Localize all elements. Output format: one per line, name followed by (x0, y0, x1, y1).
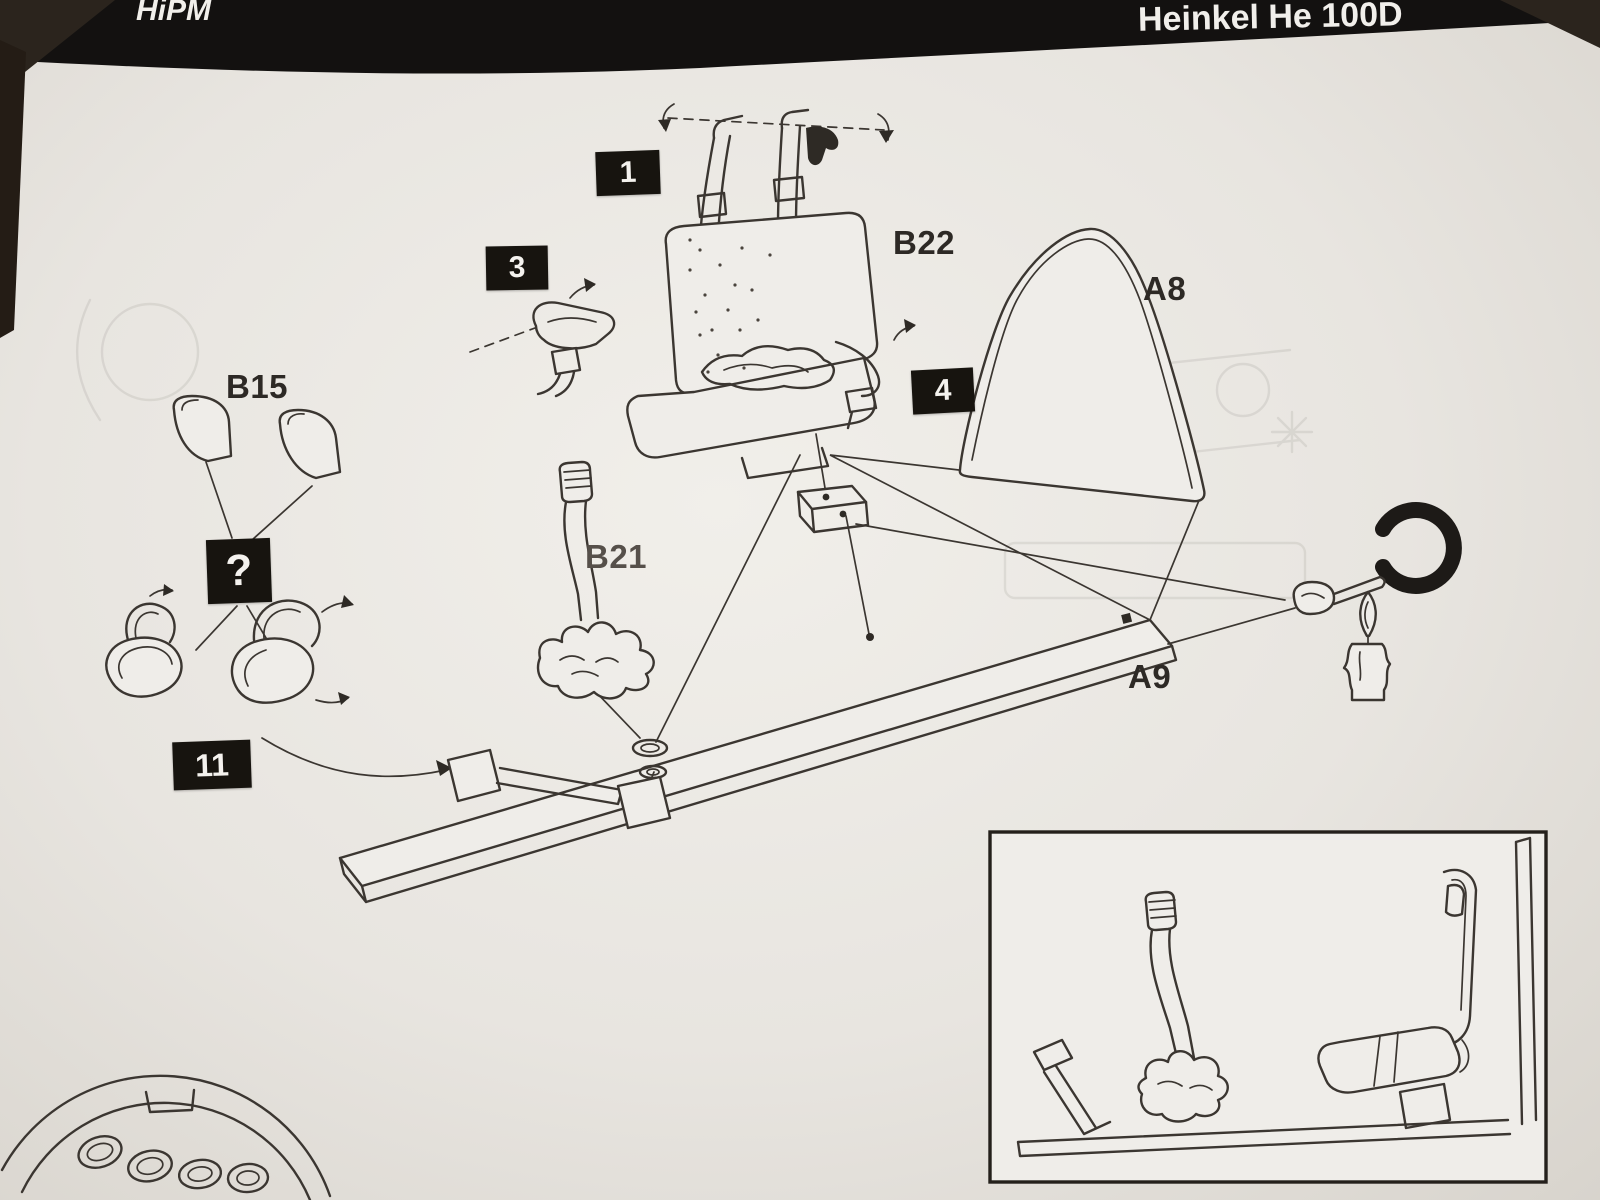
mount-block (796, 484, 870, 534)
foot-pedals-step11 (105, 584, 354, 705)
harness-buckle (806, 126, 839, 166)
part-label-b22: B22 (893, 224, 956, 261)
dashed-motion-line (667, 117, 885, 131)
part-label-a8: A8 (1143, 270, 1187, 307)
armor-plate-a8 (958, 227, 1206, 503)
part-label-a9: A9 (1128, 658, 1172, 695)
folded-belt (700, 344, 836, 391)
paddle-part (1292, 575, 1386, 616)
unknown-step-marker: ? (205, 537, 273, 605)
sheet-title: Heinkel He 100D (1137, 0, 1403, 39)
leader-lines (195, 433, 1296, 793)
inset-panel-edge (1514, 836, 1538, 1126)
attachment-dot (1121, 612, 1133, 624)
step-marker-4: 4 (910, 367, 976, 415)
ring-part (1375, 502, 1462, 594)
header-band (0, 0, 1600, 74)
inset-pedal-bracket (1032, 1038, 1112, 1136)
cowl-part-partial (0, 1074, 332, 1200)
seat-stipple (688, 238, 772, 374)
floor-board-a9 (338, 612, 1178, 904)
step-marker-11: 11 (172, 739, 252, 791)
step-marker-1: 1 (595, 149, 661, 197)
photo-corner-top-right (1500, 0, 1600, 48)
headrest-pads-b15 (172, 394, 342, 480)
photo-corner-top-left (0, 0, 115, 92)
step-marker-3: 3 (485, 245, 549, 291)
inset-seat (1317, 868, 1478, 1130)
part-label-b15: B15 (226, 368, 289, 405)
inset-assembled-view (988, 830, 1548, 1184)
part-label-b21: B21 (585, 538, 648, 575)
brand-text: HiPM (136, 0, 211, 27)
inset-frame (988, 830, 1548, 1184)
seat-b22 (626, 211, 879, 480)
candle-icon (1342, 590, 1392, 702)
lap-strap-step3 (469, 278, 616, 398)
photo-edge-left (0, 40, 26, 338)
inset-control-stick (1137, 890, 1229, 1123)
stick-boot (536, 621, 655, 700)
rudder-bar (446, 748, 672, 830)
control-stick-b21 (536, 460, 655, 700)
shoulder-strap-step4 (834, 319, 916, 430)
